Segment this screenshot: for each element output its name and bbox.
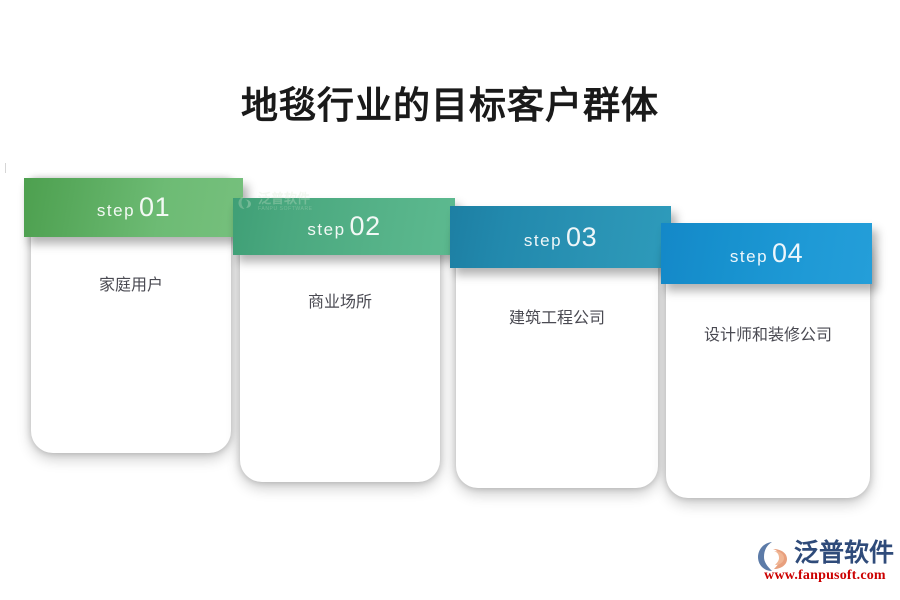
step-word-4: step: [729, 247, 769, 266]
step-number-3: 03: [566, 221, 598, 252]
step-card-body-4: [666, 246, 870, 498]
step-word-2: step: [307, 220, 346, 239]
page-title: 地毯行业的目标客户群体: [241, 86, 659, 127]
step-text-1: 家庭用户: [98, 277, 163, 294]
step-text-3: 建筑工程公司: [508, 310, 605, 327]
step-number-4: 04: [772, 238, 804, 268]
company-logo-name: 泛普软件: [794, 539, 895, 567]
company-logo: 泛普软件 www.fanpusoft.com: [758, 538, 894, 588]
step-number-2: 02: [349, 211, 381, 241]
step-card-body-3: [456, 228, 658, 488]
step-word-1: step: [96, 201, 136, 220]
step-word-3: step: [523, 230, 563, 250]
step-number-1: 01: [139, 192, 171, 222]
step-text-4: 设计师和装修公司: [703, 327, 832, 344]
step-text-2: 商业场所: [307, 294, 372, 311]
company-logo-icon: [758, 542, 787, 571]
edge-tick-artifact: [5, 163, 6, 173]
company-logo-url: www.fanpusoft.com: [764, 568, 886, 583]
